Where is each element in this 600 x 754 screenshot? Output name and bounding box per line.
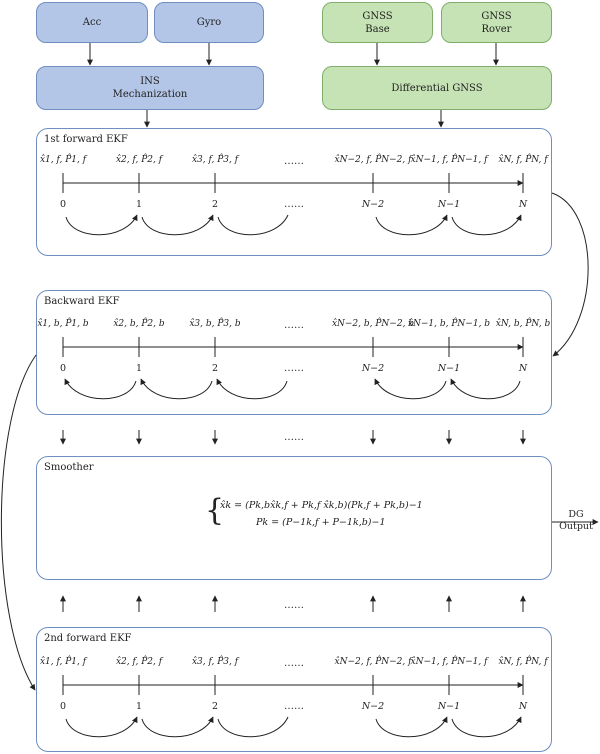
gnss-rover-label: GNSS Rover xyxy=(481,10,512,35)
forward1-epoch-number: N−2 xyxy=(361,199,385,210)
smoother-panel xyxy=(36,456,552,580)
forward2-epoch-number: 2 xyxy=(211,701,219,712)
forward1-propagation-arrow xyxy=(451,214,522,236)
forward2-propagation-arrow xyxy=(141,716,214,738)
forward1-state-label: x̂1, f, P̂1, f xyxy=(39,155,87,165)
backward-epoch-number: 2 xyxy=(211,363,219,374)
forward1-state-label: x̂N−1, f, P̂N−1, f xyxy=(410,155,488,165)
forward2-state-label: x̂1, f, P̂1, f xyxy=(39,657,87,667)
forward2-propagation-arrow xyxy=(451,716,522,738)
forward2-propagation-arrow xyxy=(375,716,448,738)
forward2-epoch-number: N−2 xyxy=(361,701,385,712)
epoch-timelines xyxy=(62,173,524,738)
backward-epoch-ellipsis: …… xyxy=(284,363,304,374)
backward-propagation-arrow xyxy=(64,378,137,400)
backward-epoch-number: N−2 xyxy=(361,363,385,374)
backward-propagation-arrow xyxy=(216,378,288,400)
backward-epoch-number: 1 xyxy=(135,363,143,374)
acc-label: Acc xyxy=(82,17,102,28)
forward2-epoch-number: N−1 xyxy=(437,701,461,712)
forward2-state-label: x̂N−2, f, P̂N−2, f xyxy=(334,657,412,667)
gnss-base-box: GNSS Base xyxy=(322,2,433,43)
forward1-state-label: x̂3, f, P̂3, f xyxy=(191,155,239,165)
backward-propagation-arrow xyxy=(450,378,521,400)
smoother-equation-covariance: Pk = (P−1k,f + P−1k,b)−1 xyxy=(256,517,386,528)
gyro-label: Gyro xyxy=(196,17,222,28)
gyro-box: Gyro xyxy=(154,2,264,43)
differential-gnss-label: Differential GNSS xyxy=(391,82,483,94)
forward2-epoch-number: 0 xyxy=(59,701,67,712)
forward2-propagation-arrow xyxy=(217,716,289,738)
forward1-propagation-arrow xyxy=(375,214,448,236)
gnss-base-label: GNSS Base xyxy=(362,10,393,35)
forward1-label-ellipsis: …… xyxy=(284,156,304,167)
backward-state-label: x̂N−1, b, P̂N−1, b xyxy=(407,319,491,329)
between-ellipsis-down: …… xyxy=(284,432,304,443)
forward2-state-label: x̂2, f, P̂2, f xyxy=(115,657,163,667)
backward-propagation-arrow xyxy=(140,378,213,400)
gnss-rover-box: GNSS Rover xyxy=(441,2,552,43)
forward1-state-label: x̂2, f, P̂2, f xyxy=(115,155,163,165)
forward2-epoch-ellipsis: …… xyxy=(284,701,304,712)
forward2-state-label: x̂N−1, f, P̂N−1, f xyxy=(410,657,488,667)
top-arrows xyxy=(87,43,499,128)
smoother-equation-state: x̂k = (Pk,bx̂k,f + Pk,f x̂k,b)(Pk,f + Pk… xyxy=(220,500,423,511)
backward-label-ellipsis: …… xyxy=(284,320,304,331)
backward-propagation-arrow xyxy=(374,378,447,400)
forward1-propagation-arrow xyxy=(65,214,138,236)
forward2-propagation-arrow xyxy=(65,716,138,738)
backward-state-label: x̂1, b, P̂1, b xyxy=(37,319,89,329)
forward2-label-ellipsis: …… xyxy=(284,658,304,669)
forward1-epoch-number: N xyxy=(518,199,528,210)
between-ellipsis-up: …… xyxy=(284,600,304,611)
forward-ekf-1-title: 1st forward EKF xyxy=(44,134,128,145)
backward-epoch-number: N−1 xyxy=(437,363,461,374)
forward1-state-label: x̂N, f, P̂N, f xyxy=(498,155,548,165)
forward1-epoch-number: 0 xyxy=(59,199,67,210)
backward-state-label: x̂3, b, P̂3, b xyxy=(189,319,241,329)
forward-ekf-1-panel xyxy=(36,128,552,256)
forward1-epoch-number: 2 xyxy=(211,199,219,210)
smoother-brace: { xyxy=(205,493,225,528)
smoother-title: Smoother xyxy=(44,462,94,473)
forward1-state-label: x̂N−2, f, P̂N−2, f xyxy=(334,155,412,165)
backward-state-label: x̂2, b, P̂2, b xyxy=(113,319,165,329)
forward2-state-label: x̂N, f, P̂N, f xyxy=(498,657,548,667)
forward2-epoch-number: 1 xyxy=(135,701,143,712)
forward1-epoch-ellipsis: …… xyxy=(284,199,304,210)
acc-box: Acc xyxy=(36,2,148,43)
between-arrows xyxy=(0,192,599,691)
forward2-epoch-number: N xyxy=(518,701,528,712)
dg-output-label: DG Output xyxy=(559,509,593,532)
backward-state-label: x̂N, b, P̂N, b xyxy=(495,319,551,329)
differential-gnss-box: Differential GNSS xyxy=(322,66,552,110)
forward1-epoch-number: N−1 xyxy=(437,199,461,210)
forward-ekf-2-panel xyxy=(36,627,552,752)
ins-mechanization-label: INS Mechanization xyxy=(112,76,188,100)
forward-ekf-2-title: 2nd forward EKF xyxy=(44,633,132,644)
forward1-propagation-arrow xyxy=(141,214,214,236)
backward-epoch-number: N xyxy=(518,363,528,374)
ins-mechanization-box: INS Mechanization xyxy=(36,66,264,110)
forward1-epoch-number: 1 xyxy=(135,199,143,210)
forward1-propagation-arrow xyxy=(217,214,289,236)
backward-epoch-number: 0 xyxy=(59,363,67,374)
backward-ekf-title: Backward EKF xyxy=(44,296,120,307)
forward2-state-label: x̂3, f, P̂3, f xyxy=(191,657,239,667)
backward-state-label: x̂N−2, b, P̂N−2, b xyxy=(331,319,415,329)
